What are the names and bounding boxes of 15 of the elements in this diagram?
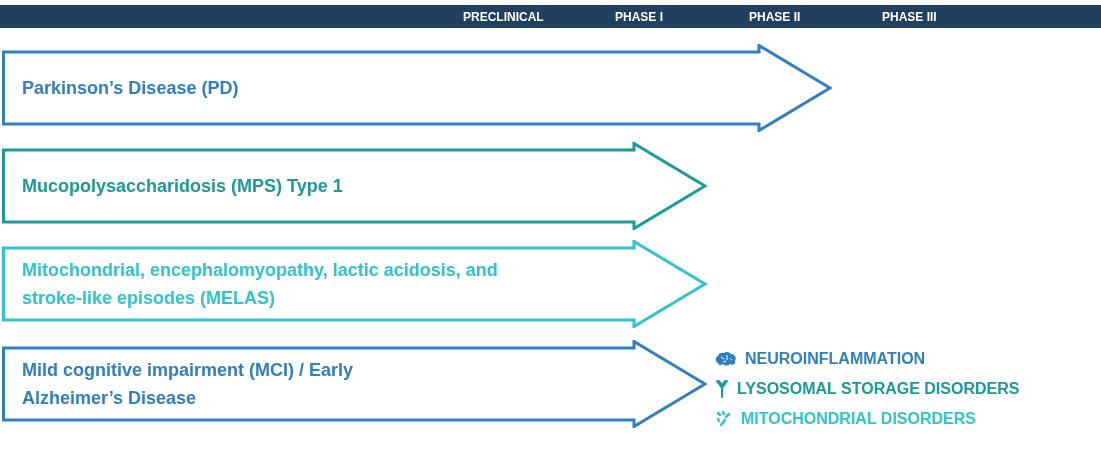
phase-label: PHASE II	[749, 9, 801, 26]
arrow-shape	[2, 44, 832, 132]
phase-label: PHASE III	[882, 9, 937, 26]
disease-name: Mild cognitive impairment (MCI) / Early Alzheimer’s Disease	[22, 359, 355, 410]
phase-label: PHASE I	[615, 9, 663, 26]
legend-label: LYSOSOMAL STORAGE DISORDERS	[737, 379, 1020, 399]
arrow-shape	[2, 142, 707, 230]
legend-label: MITOCHONDRIAL DISORDERS	[741, 409, 976, 429]
arrow-shape	[2, 340, 707, 428]
phase-label: PRECLINICAL	[463, 9, 544, 26]
disease-name: Mucopolysaccharidosis (MPS) Type 1	[22, 175, 344, 198]
disease-name: Mitochondrial, encephalomyopathy, lactic acidosis, and stroke-like episodes (MELAS)	[22, 259, 499, 310]
arrow-shape	[2, 240, 707, 328]
disease-name: Parkinson’s Disease (PD)	[22, 77, 240, 100]
legend-label: NEUROINFLAMMATION	[745, 349, 926, 369]
